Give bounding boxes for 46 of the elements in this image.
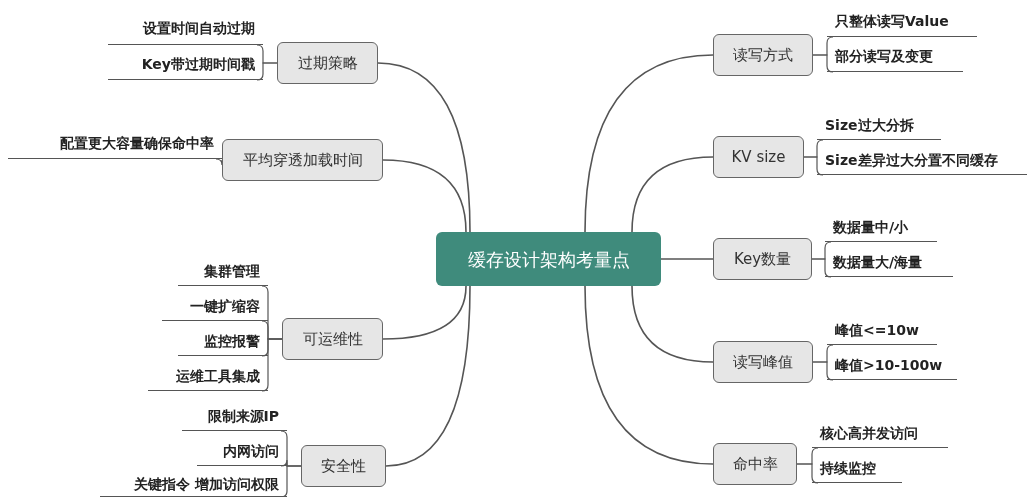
branch-connector bbox=[584, 54, 714, 233]
subtopic-label: 内网访问 bbox=[197, 438, 287, 466]
branch-connector bbox=[382, 285, 467, 340]
subtopic-label: 部分读写及变更 bbox=[827, 41, 963, 72]
topic-box: 命中率 bbox=[713, 443, 797, 485]
branch-connector bbox=[660, 258, 714, 260]
bracket-connector bbox=[812, 361, 834, 381]
subtopic-label: Size过大分拆 bbox=[817, 111, 941, 140]
bracket-connector bbox=[261, 338, 283, 392]
topic-box: 过期策略 bbox=[277, 42, 378, 84]
subtopic-label: 配置更大容量确保命中率 bbox=[8, 128, 222, 159]
subtopic-label: 关键指令 增加访问权限 bbox=[100, 472, 287, 497]
topic-box: 可运维性 bbox=[282, 318, 383, 360]
subtopic-label: 峰值<=10w bbox=[827, 316, 937, 345]
branch-connector bbox=[377, 62, 471, 233]
subtopic-label: 运维工具集成 bbox=[148, 363, 268, 391]
topic-box: 读写峰值 bbox=[713, 341, 813, 383]
bracket-connector bbox=[803, 156, 824, 176]
subtopic-label: 峰值>10-100w bbox=[827, 351, 957, 380]
subtopic-label: 一键扩缩容 bbox=[162, 293, 268, 321]
subtopic-label: 数据量中/小 bbox=[825, 213, 937, 242]
bracket-connector bbox=[256, 62, 278, 81]
central-topic: 缓存设计架构考量点 bbox=[436, 232, 661, 286]
subtopic-label: 核心高并发访问 bbox=[812, 420, 948, 448]
branch-connector bbox=[385, 285, 471, 467]
topic-box: 平均穿透加载时间 bbox=[222, 139, 383, 181]
subtopic-label: 集群管理 bbox=[178, 258, 268, 286]
topic-box: KV size bbox=[713, 136, 804, 178]
topic-box: Key数量 bbox=[713, 238, 812, 280]
subtopic-label: 持续监控 bbox=[812, 455, 902, 483]
subtopic-label: Size差异过大分置不同缓存 bbox=[817, 146, 1027, 175]
subtopic-label: 设置时间自动过期 bbox=[108, 13, 263, 45]
topic-box: 安全性 bbox=[301, 445, 386, 487]
branch-connector bbox=[382, 159, 467, 233]
subtopic-label: Key带过期时间戳 bbox=[108, 49, 263, 80]
bracket-connector bbox=[796, 463, 819, 484]
subtopic-label: 监控报警 bbox=[178, 328, 268, 356]
branch-connector bbox=[584, 285, 714, 465]
bracket-connector bbox=[812, 54, 834, 73]
subtopic-label: 只整体读写Value bbox=[827, 6, 977, 37]
topic-box: 读写方式 bbox=[713, 34, 813, 76]
bracket-connector bbox=[811, 258, 832, 278]
branch-connector bbox=[631, 285, 714, 363]
subtopic-label: 限制来源IP bbox=[182, 403, 287, 431]
subtopic-label: 数据量大/海量 bbox=[825, 248, 953, 277]
branch-connector bbox=[631, 156, 714, 233]
